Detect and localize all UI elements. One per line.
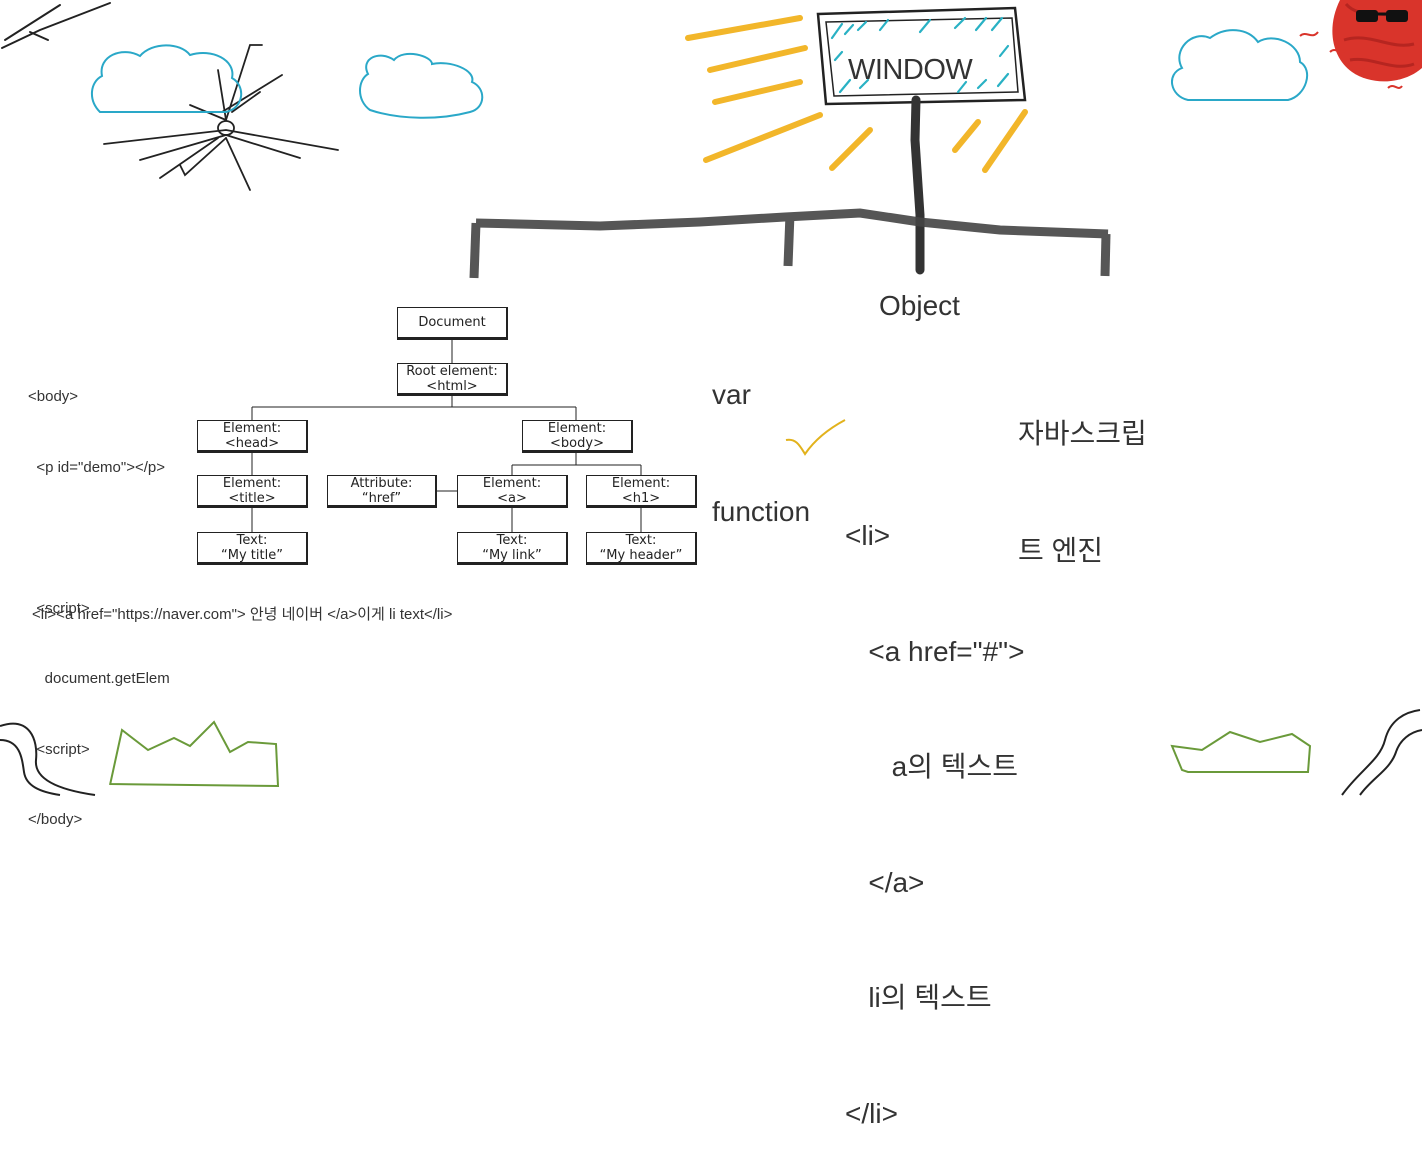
dom-tree-lines: [251, 339, 642, 532]
window-sign-label: WINDOW: [848, 54, 973, 86]
dom-node-document: Document: [397, 307, 508, 340]
checkmark-icon: [785, 419, 846, 456]
dom-node-a-text: Text: “My link”: [457, 532, 568, 565]
node-value: <head>: [224, 435, 280, 451]
cloud-icon: [91, 44, 242, 113]
node-label: Element:: [611, 475, 671, 491]
tree-branches: [469, 208, 1111, 279]
js-engine-label: 자바스크립 트 엔진: [1018, 336, 1147, 609]
rays-doodle: [685, 15, 1028, 173]
cloud-icon: [1171, 29, 1309, 101]
spider-icon: [103, 44, 339, 191]
li-code-line: </li>: [845, 1097, 898, 1129]
js-engine-line-1: 자바스크립: [1018, 418, 1147, 449]
dom-node-attribute: Attribute: “href”: [327, 475, 437, 508]
node-label: Text:: [625, 532, 657, 548]
grass-icon: [1170, 730, 1312, 773]
code-line: [28, 526, 190, 550]
code-line: <script>: [28, 740, 90, 758]
dom-node-title-text: Text: “My title”: [197, 532, 308, 565]
node-value: <body>: [550, 435, 604, 451]
dom-node-root: Root element: <html>: [397, 363, 508, 396]
code-line: </body>: [28, 811, 83, 828]
dom-node-a: Element: <a>: [457, 475, 568, 508]
code-sample: <body> <p id="demo"></p> <script> docume…: [28, 338, 190, 855]
node-label: Element:: [222, 420, 282, 436]
node-label: Element:: [222, 475, 282, 491]
function-label: function: [712, 496, 811, 527]
node-value: “My title”: [221, 547, 283, 563]
node-label: Element:: [482, 475, 542, 491]
li-code-line: li의 텍스트: [845, 982, 992, 1013]
node-value: <h1>: [621, 490, 661, 506]
grass-icon: [109, 720, 280, 788]
dom-node-h1-text: Text: “My header”: [586, 532, 697, 565]
doodle-layer: [0, 0, 1422, 796]
node-label: Root element:: [406, 363, 498, 379]
li-code-line: <a href="#">: [845, 635, 1025, 667]
object-label: Object: [879, 290, 960, 321]
code-line: <body>: [28, 388, 79, 405]
node-value: <a>: [497, 490, 527, 506]
cloud-icon: [359, 52, 484, 119]
code-line: document.getElem: [28, 670, 170, 687]
code-line: <script>: [28, 599, 90, 617]
node-value: “My link”: [482, 547, 542, 563]
li-code-line: a의 텍스트: [845, 751, 1019, 782]
li-example-code: <li><a href="https://naver.com"> 안녕 네이버 …: [32, 606, 453, 623]
signpost-icon: [816, 6, 1027, 275]
li-code-line: <li>: [845, 520, 891, 551]
node-label: Text:: [496, 532, 528, 548]
li-structure-code: <li> <a href="#"> a의 텍스트 </a> li의 텍스트 </…: [845, 440, 1024, 1172]
var-function-label: var function: [712, 297, 810, 570]
node-value: “href”: [361, 490, 402, 506]
dom-node-title: Element: <title>: [197, 475, 308, 508]
branch-doodle-bottom-right: [1341, 709, 1422, 796]
node-label: Text:: [236, 532, 268, 548]
dom-node-head: Element: <head>: [197, 420, 308, 453]
code-line: <p id="demo"></p>: [28, 458, 165, 476]
node-value: <title>: [228, 490, 276, 506]
node-label: Element:: [547, 420, 607, 436]
branch-doodle-top-left: [1, 2, 111, 49]
branch-doodle-bottom-left: [0, 722, 96, 796]
node-label: Attribute:: [350, 475, 413, 491]
node-value: <html>: [426, 378, 478, 394]
sun-icon: [1299, 0, 1422, 89]
dom-node-h1: Element: <h1>: [586, 475, 697, 508]
var-label: var: [712, 379, 751, 410]
node-value: “My header”: [599, 547, 683, 563]
js-engine-line-2: 트 엔진: [1018, 535, 1104, 566]
li-code-line: </a>: [845, 866, 925, 898]
node-text: Document: [418, 315, 486, 330]
dom-node-body: Element: <body>: [522, 420, 633, 453]
